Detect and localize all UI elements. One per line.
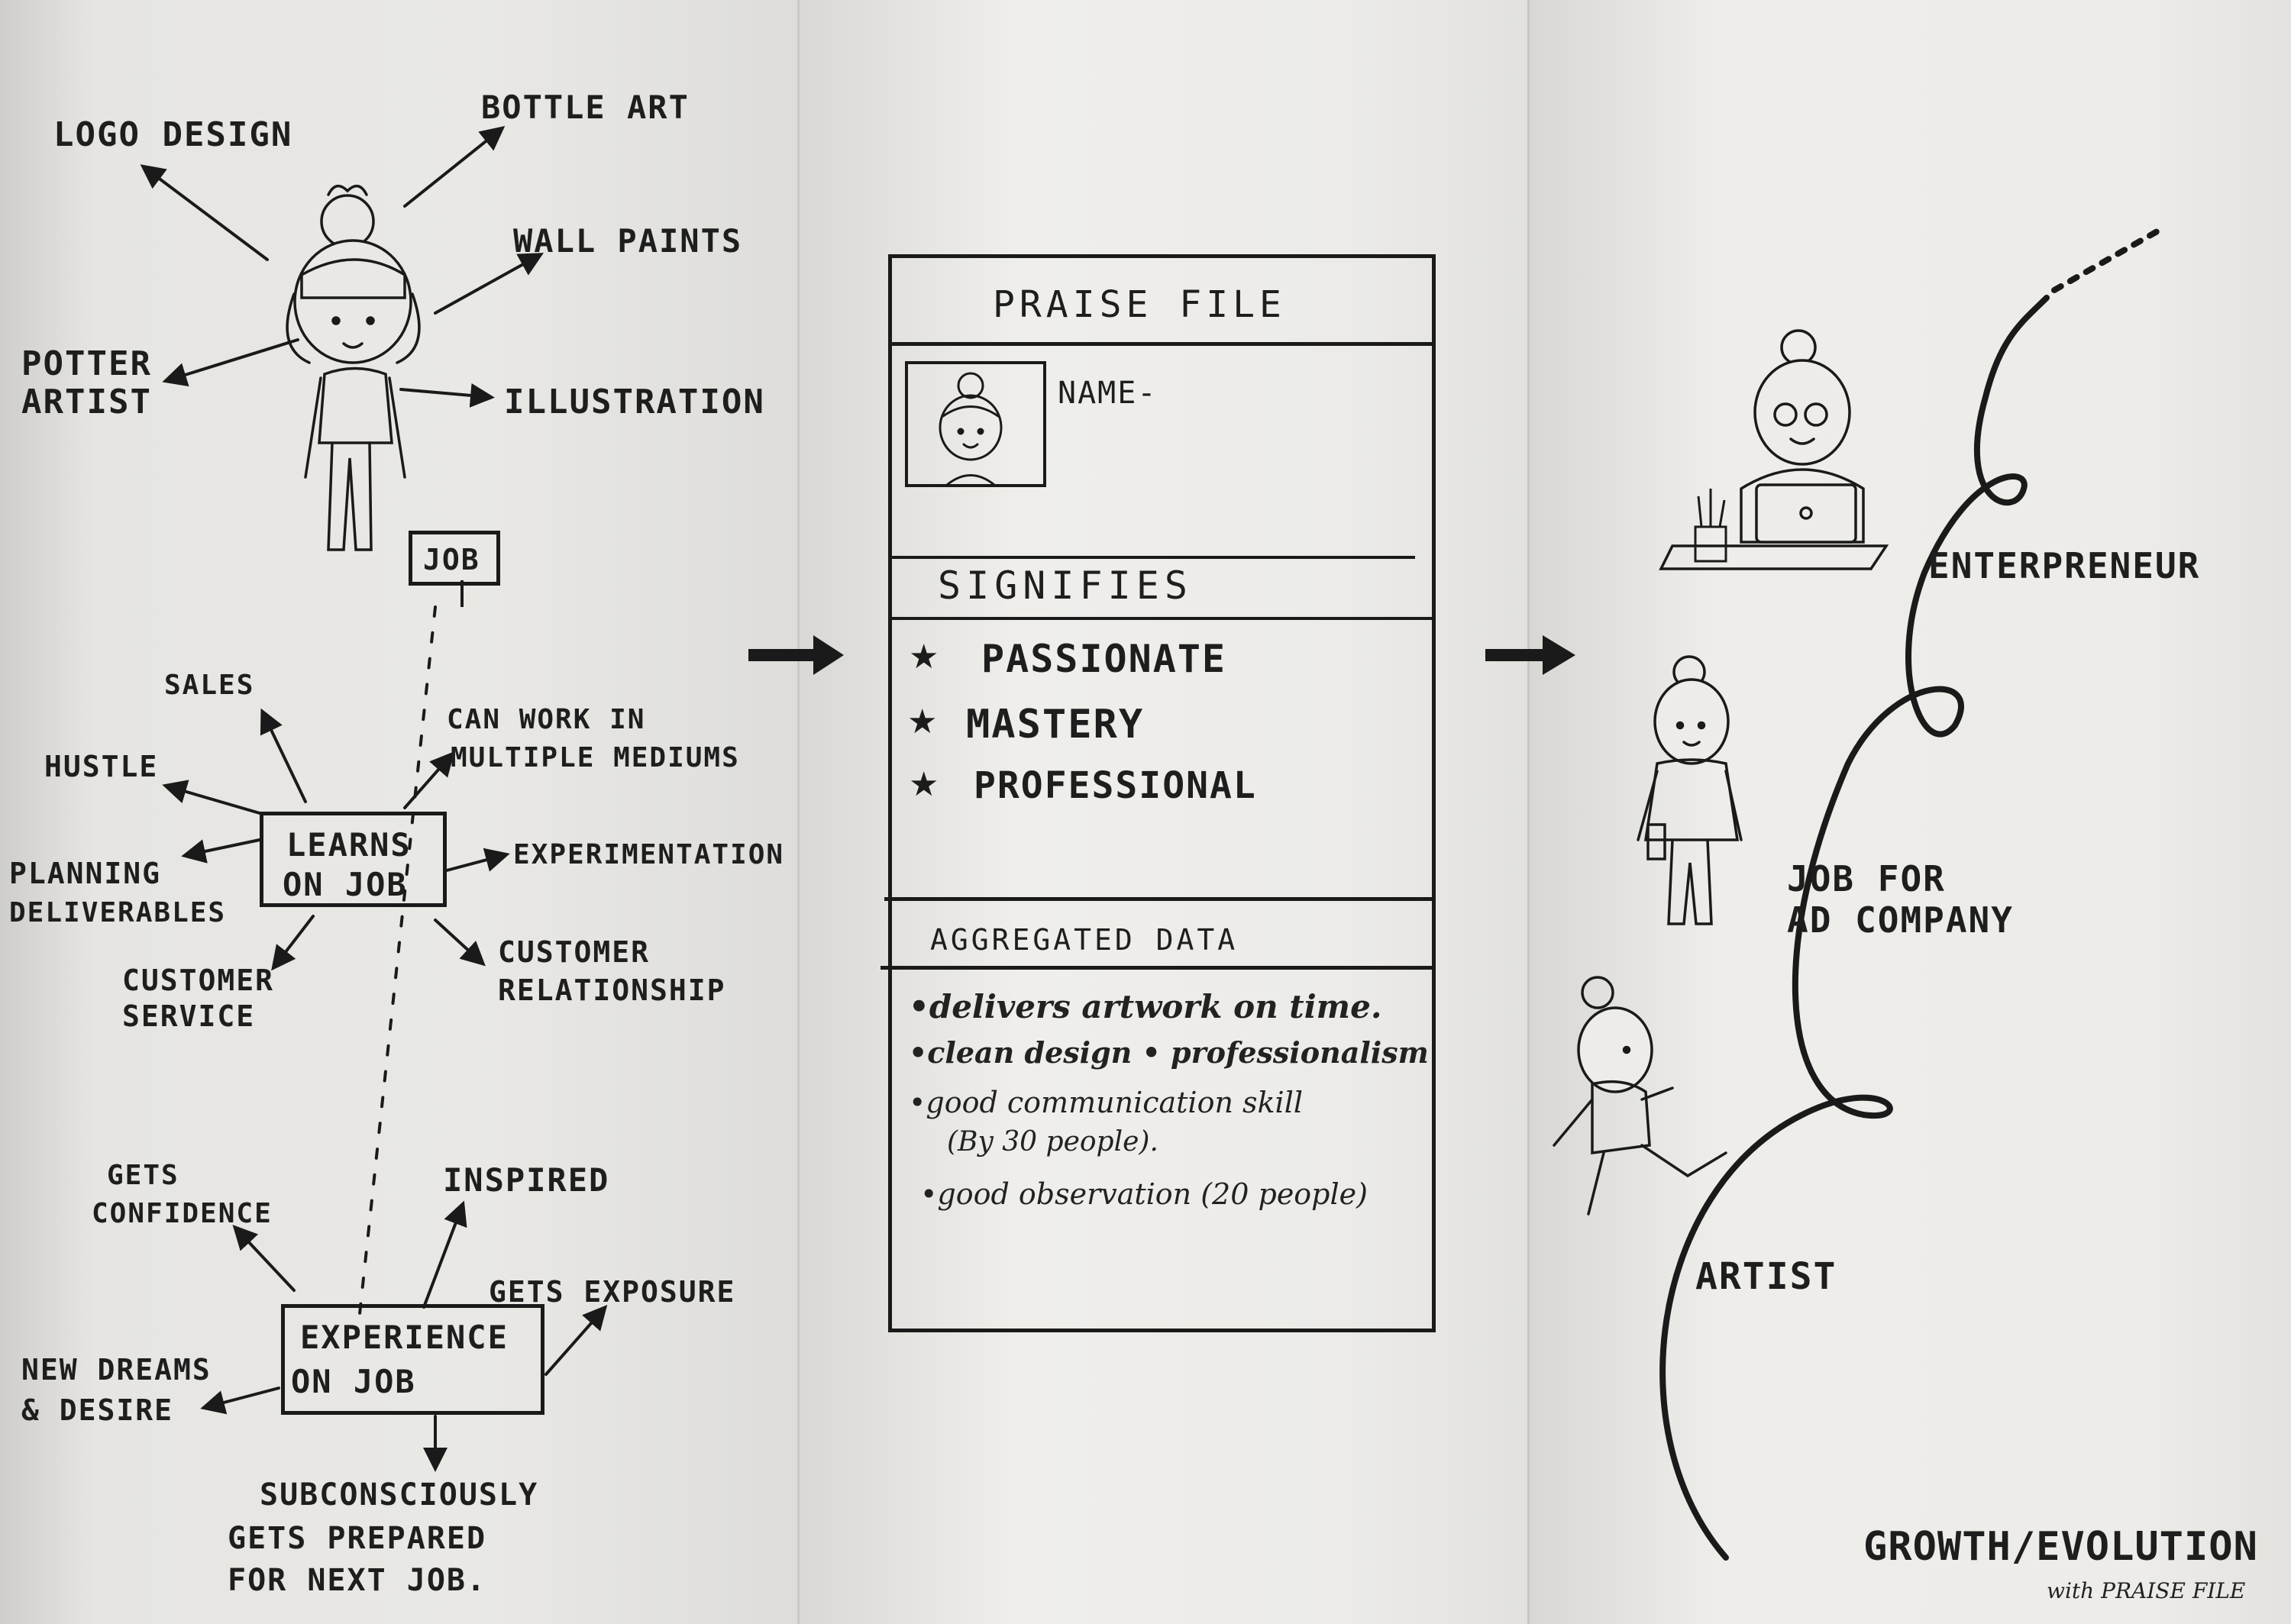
learn-experimentation: EXPERIMENTATION [513,839,785,870]
skill-logo-design: LOGO DESIGN [53,115,293,154]
exp-new-dreams: & DESIRE [21,1393,174,1427]
star-icon: ★ [909,638,939,676]
learns-on-job-box: LEARNS ON JOB [260,812,447,907]
learn-customer-relationship: CUSTOMER [498,935,651,969]
exp-exposure: GETS EXPOSURE [489,1275,736,1309]
arrow-icon [748,635,1575,675]
skill-potter-artist: ARTIST [21,383,152,421]
job-figure-icon [1637,655,1743,925]
fold-line [1527,0,1530,1624]
stage-job: AD COMPANY [1787,899,2014,941]
learn-customer-service: SERVICE [122,999,256,1033]
aggregated-item: (By 30 people). [947,1126,1158,1157]
signifies-item: PROFESSIONAL [974,764,1257,807]
exp-prepared: FOR NEXT JOB. [228,1563,487,1598]
laptop-icon [1755,483,1857,544]
exp-prepared: SUBCONSCIOUSLY [260,1477,539,1513]
aggregated-item: •clean design • professionalism [909,1035,1429,1070]
signifies-item: PASSIONATE [981,637,1227,681]
exp-confidence: GETS [107,1160,179,1191]
aggregated-item: •good communication skill [909,1086,1304,1119]
girl-figure-icon [286,184,421,551]
stage-artist: ARTIST [1695,1255,1837,1298]
learn-customer-service: CUSTOMER [122,964,275,997]
learn-sales: SALES [164,670,255,701]
star-icon: ★ [907,702,938,741]
aggregated-item: •delivers artwork on time. [909,988,1382,1025]
aggregated-title: AGGREGATED DATA [930,923,1239,957]
divider [888,556,1415,559]
divider [888,617,1436,620]
fold-line [797,0,800,1624]
divider [881,966,1436,970]
skill-illustration: ILLUSTRATION [504,383,765,421]
skill-wall-paints: WALL PAINTS [513,222,743,260]
growth-caption: GROWTH/EVOLUTION [1863,1524,2258,1570]
right-panel [1527,0,2291,1624]
signifies-item: MASTERY [966,702,1145,747]
learns-box-line: ON JOB [283,866,408,903]
entrepreneur-figure-icon [1659,329,1889,570]
learn-hustle: HUSTLE [44,750,159,783]
skill-potter-artist: POTTER [21,344,152,383]
job-sign: JOB [409,531,500,586]
exp-new-dreams: NEW DREAMS [21,1353,212,1387]
experience-box-line: EXPERIENCE [300,1319,509,1356]
aggregated-item: •good observation (20 people) [920,1177,1368,1211]
divider [884,897,1436,901]
star-icon: ★ [909,765,939,804]
experience-box-line: ON JOB [291,1363,416,1400]
artist-figure-icon [1553,976,1727,1216]
learn-multiple-mediums: CAN WORK IN [447,704,646,735]
praise-file-title: PRAISE FILE [993,283,1286,326]
pencil-cup-icon [1694,489,1727,563]
learn-multiple-mediums: MULTIPLE MEDIUMS [451,742,740,773]
learn-planning: PLANNING [9,857,162,890]
divider [888,342,1436,346]
growth-caption-sub: with PRAISE FILE [2047,1578,2246,1603]
signifies-title: SIGNIFIES [938,563,1193,608]
skill-bottle-art: BOTTLE ART [481,89,690,126]
exp-prepared: GETS PREPARED [228,1521,487,1556]
experience-on-job-box: EXPERIENCE ON JOB [281,1304,544,1415]
stage-job: JOB FOR [1787,858,1946,899]
learn-customer-relationship: RELATIONSHIP [498,973,726,1007]
exp-confidence: CONFIDENCE [92,1198,273,1229]
learns-box-line: LEARNS [286,826,412,864]
name-label: NAME- [1058,376,1158,411]
praise-file-card [888,254,1436,1332]
profile-picture-frame [905,361,1046,487]
exp-inspired: INSPIRED [443,1161,610,1199]
job-sign-label: JOB [423,543,480,576]
learn-planning: DELIVERABLES [9,897,227,928]
stage-entrepreneur: ENTERPRENEUR [1928,545,2201,586]
profile-picture-icon [939,372,1003,486]
growth-curve-icon [1659,226,2164,1561]
middle-panel [798,0,1527,1624]
